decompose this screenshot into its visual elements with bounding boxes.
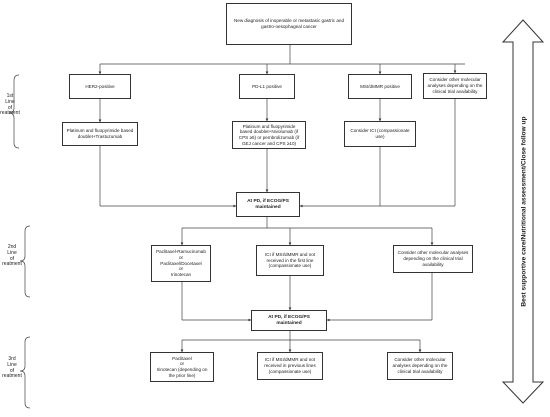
other-analyses-box-3: Consider other molecular analyses depend… [387, 352, 453, 380]
second-line-chemo-box: Paclitaxel-Ramucirumab or Paclitaxel/Doc… [151, 245, 211, 282]
other-analyses-box-1: Consider other molecular analyses depend… [423, 73, 487, 99]
second-line-label: 2nd Line of reatment [2, 244, 22, 268]
msi-treatment-box: Consider ICI (compassionate use) [344, 121, 416, 147]
progression-box-1: At PD, if ECOG/PS maintained [236, 192, 300, 217]
supportive-care-label: Best supportive care/Nutritional assessm… [520, 116, 528, 307]
second-line-ici-box: ICI if MSI/dMMR and not received in the … [256, 245, 324, 276]
pdl1-treatment-box: Platinum and fluopyrimide based doublet+… [232, 121, 306, 149]
pdl1-box: PD-L1 positive [239, 74, 295, 99]
msi-box: MSI/dMMR positive [348, 74, 412, 99]
third-line-label: 3rd Line of reatment [2, 356, 22, 380]
other-analyses-box-2: Consider other molecular analyses depend… [393, 245, 473, 273]
third-line-ici-box: ICI if MSI/dMMR and not received in prev… [257, 352, 323, 380]
double-arrow-icon [501, 19, 545, 404]
diagnosis-box: New diagnosis of inoperable or metastasi… [226, 3, 352, 45]
third-line-chemo-box: Paclitaxel or Irinotecan (depending on t… [150, 352, 214, 382]
first-line-label: 1st Line of reatment [0, 93, 20, 117]
progression-box-2: At PD, if ECOG/PS maintained [251, 310, 327, 331]
her2-treatment-box: Platinum and fluopyrimide based doublet+… [62, 122, 138, 146]
her2-box: HER2-positive [69, 74, 131, 99]
